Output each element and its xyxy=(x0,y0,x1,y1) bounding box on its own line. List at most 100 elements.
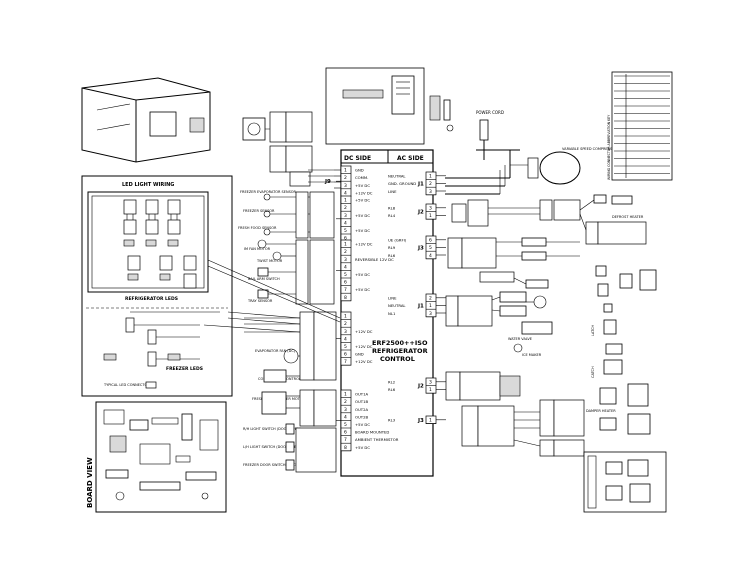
pin-label: COMM. xyxy=(355,175,368,180)
j4-harness xyxy=(244,311,337,383)
svg-text:POWER CORD: POWER CORD xyxy=(476,110,504,115)
pin-number: 1 xyxy=(429,418,432,424)
control-name-1: ERF2500++ISO xyxy=(372,339,428,347)
svg-text:FREEZER SENSOR: FREEZER SENSOR xyxy=(243,209,275,213)
pin-number: 3 xyxy=(344,213,347,219)
pin-number: 1 xyxy=(429,303,432,309)
svg-text:FREEZER DOOR SWITCH (DOOR OPEN: FREEZER DOOR SWITCH (DOOR OPEN) xyxy=(243,463,311,467)
j8-harness xyxy=(261,389,337,473)
control-name-3: CONTROL xyxy=(380,355,415,363)
pin-label: +5V DC xyxy=(355,272,370,277)
pin-label: GND xyxy=(355,168,364,173)
pin-number: 8 xyxy=(344,445,347,451)
led-connector xyxy=(145,199,159,247)
ac-side-label: AC SIDE xyxy=(397,155,424,162)
pin-label: AMBIENT THERMISTOR xyxy=(355,437,399,442)
pin-label: +12V DC xyxy=(355,242,373,247)
led-connector xyxy=(167,199,181,247)
sensor-harness xyxy=(257,191,335,305)
auger-motor xyxy=(242,117,282,141)
refrigerator-leds-label: REFRIGERATOR LEDS xyxy=(125,296,178,302)
pin-label: GND. GROUND xyxy=(388,181,416,186)
svg-text:VARIABLE SPEED COMPRESSOR (BE): VARIABLE SPEED COMPRESSOR (BE) xyxy=(562,147,626,151)
top-connector-blocks xyxy=(269,111,313,187)
pin-number: 1 xyxy=(344,242,347,248)
pin-label: +12V DC xyxy=(355,190,373,195)
pin-number: 3 xyxy=(344,329,347,335)
pin-label: OUT1B xyxy=(355,399,369,404)
pin-number: 1 xyxy=(429,174,432,180)
led-connector xyxy=(127,255,141,281)
pin-label: +5V DC xyxy=(355,445,370,450)
pin-number: 1 xyxy=(344,198,347,204)
pin-label: +5V DC xyxy=(355,198,370,203)
pin-number: 5 xyxy=(344,228,347,234)
typical-led-label: TYPICAL LED CONNECTOR xyxy=(103,383,150,387)
pin-number: 4 xyxy=(344,220,347,226)
pin-number: 6 xyxy=(429,238,432,244)
pin-number: 5 xyxy=(344,422,347,428)
pin-number: 3 xyxy=(429,206,432,212)
dc-wire-bundle xyxy=(308,169,341,189)
pin-number: 2 xyxy=(344,175,347,181)
pin-label: +5V DC xyxy=(355,228,370,233)
freezer-leds-label: FREEZER LEDS xyxy=(166,366,203,372)
pin-number: 6 xyxy=(344,352,347,358)
svg-text:CATCH: CATCH xyxy=(591,366,595,378)
pin-label: GND xyxy=(355,352,364,357)
pin-label: +5V DC xyxy=(355,422,370,427)
pin-number: 3 xyxy=(429,189,432,195)
dc-side-label: DC SIDE xyxy=(344,155,371,162)
pin-label: OUT2B xyxy=(355,414,369,419)
svg-text:ICE MAKER: ICE MAKER xyxy=(522,353,542,357)
control-name-2: REFRIGERATOR xyxy=(372,347,428,355)
pin-number: 6 xyxy=(344,280,347,286)
connector-id: J2 xyxy=(417,384,424,390)
pin-label: +12V DC xyxy=(355,344,373,349)
pin-label: +5V DC xyxy=(355,213,370,218)
pin-number: 4 xyxy=(344,336,347,342)
pin-label: OUT2A xyxy=(355,407,369,412)
pin-label: RL3 xyxy=(388,418,396,423)
svg-text:DAMPER HEATER: DAMPER HEATER xyxy=(586,409,616,413)
led-connector xyxy=(183,255,197,289)
connector-id: J3 xyxy=(417,418,424,424)
ice-maker-assembly xyxy=(81,77,211,163)
pin-number: 2 xyxy=(344,249,347,255)
connector-pinouts: LATCH CATCH xyxy=(591,265,657,435)
connector-id: J1 xyxy=(417,181,424,187)
pin-label: +12V DC xyxy=(355,359,373,364)
pin-number: 1 xyxy=(344,168,347,174)
pin-number: 5 xyxy=(429,245,432,251)
pin-label: OUT1A xyxy=(355,392,369,397)
pin-label: LINE xyxy=(388,189,397,194)
abbreviation-legend: WIRING CONNECTOR ABBREVIATION KEY xyxy=(607,71,673,181)
pin-number: 2 xyxy=(344,205,347,211)
led-connector xyxy=(159,255,173,281)
pin-number: 5 xyxy=(344,344,347,350)
svg-text:EVAPORATOR FAN (DC): EVAPORATOR FAN (DC) xyxy=(255,349,296,353)
svg-text:R/H LIGHT SWITCH (DOOR OPEN): R/H LIGHT SWITCH (DOOR OPEN) xyxy=(243,427,302,431)
svg-text:WIRING CONNECTOR ABBREVIATION: WIRING CONNECTOR ABBREVIATION KEY xyxy=(607,115,611,180)
pin-label: REVERSIBLE 12V DC xyxy=(355,257,394,262)
pin-number: 7 xyxy=(344,437,347,443)
connector-id: J3 xyxy=(417,245,424,251)
pin-number: 3 xyxy=(429,311,432,317)
connector-j8: J81OUT1A2OUT1B3OUT2A4OUT2B5+5V DC6BOARD … xyxy=(324,389,399,452)
pin-label: NEUTRAL xyxy=(388,303,406,308)
svg-text:BAIL ARM SWITCH: BAIL ARM SWITCH xyxy=(248,277,280,281)
svg-text:L/H LIGHT SWITCH (DOOR OPEN): L/H LIGHT SWITCH (DOOR OPEN) xyxy=(243,445,301,449)
pin-number: 1 xyxy=(429,387,432,393)
connector-id: J2 xyxy=(417,210,424,216)
connector-id: J1 xyxy=(417,303,424,309)
pin-number: 3 xyxy=(344,183,347,189)
pin-label: +12V DC xyxy=(355,329,373,334)
svg-text:TRAY SENSOR: TRAY SENSOR xyxy=(247,299,273,303)
pin-number: 8 xyxy=(344,295,347,301)
pin-number: 3 xyxy=(344,407,347,413)
pin-number: 1 xyxy=(429,213,432,219)
